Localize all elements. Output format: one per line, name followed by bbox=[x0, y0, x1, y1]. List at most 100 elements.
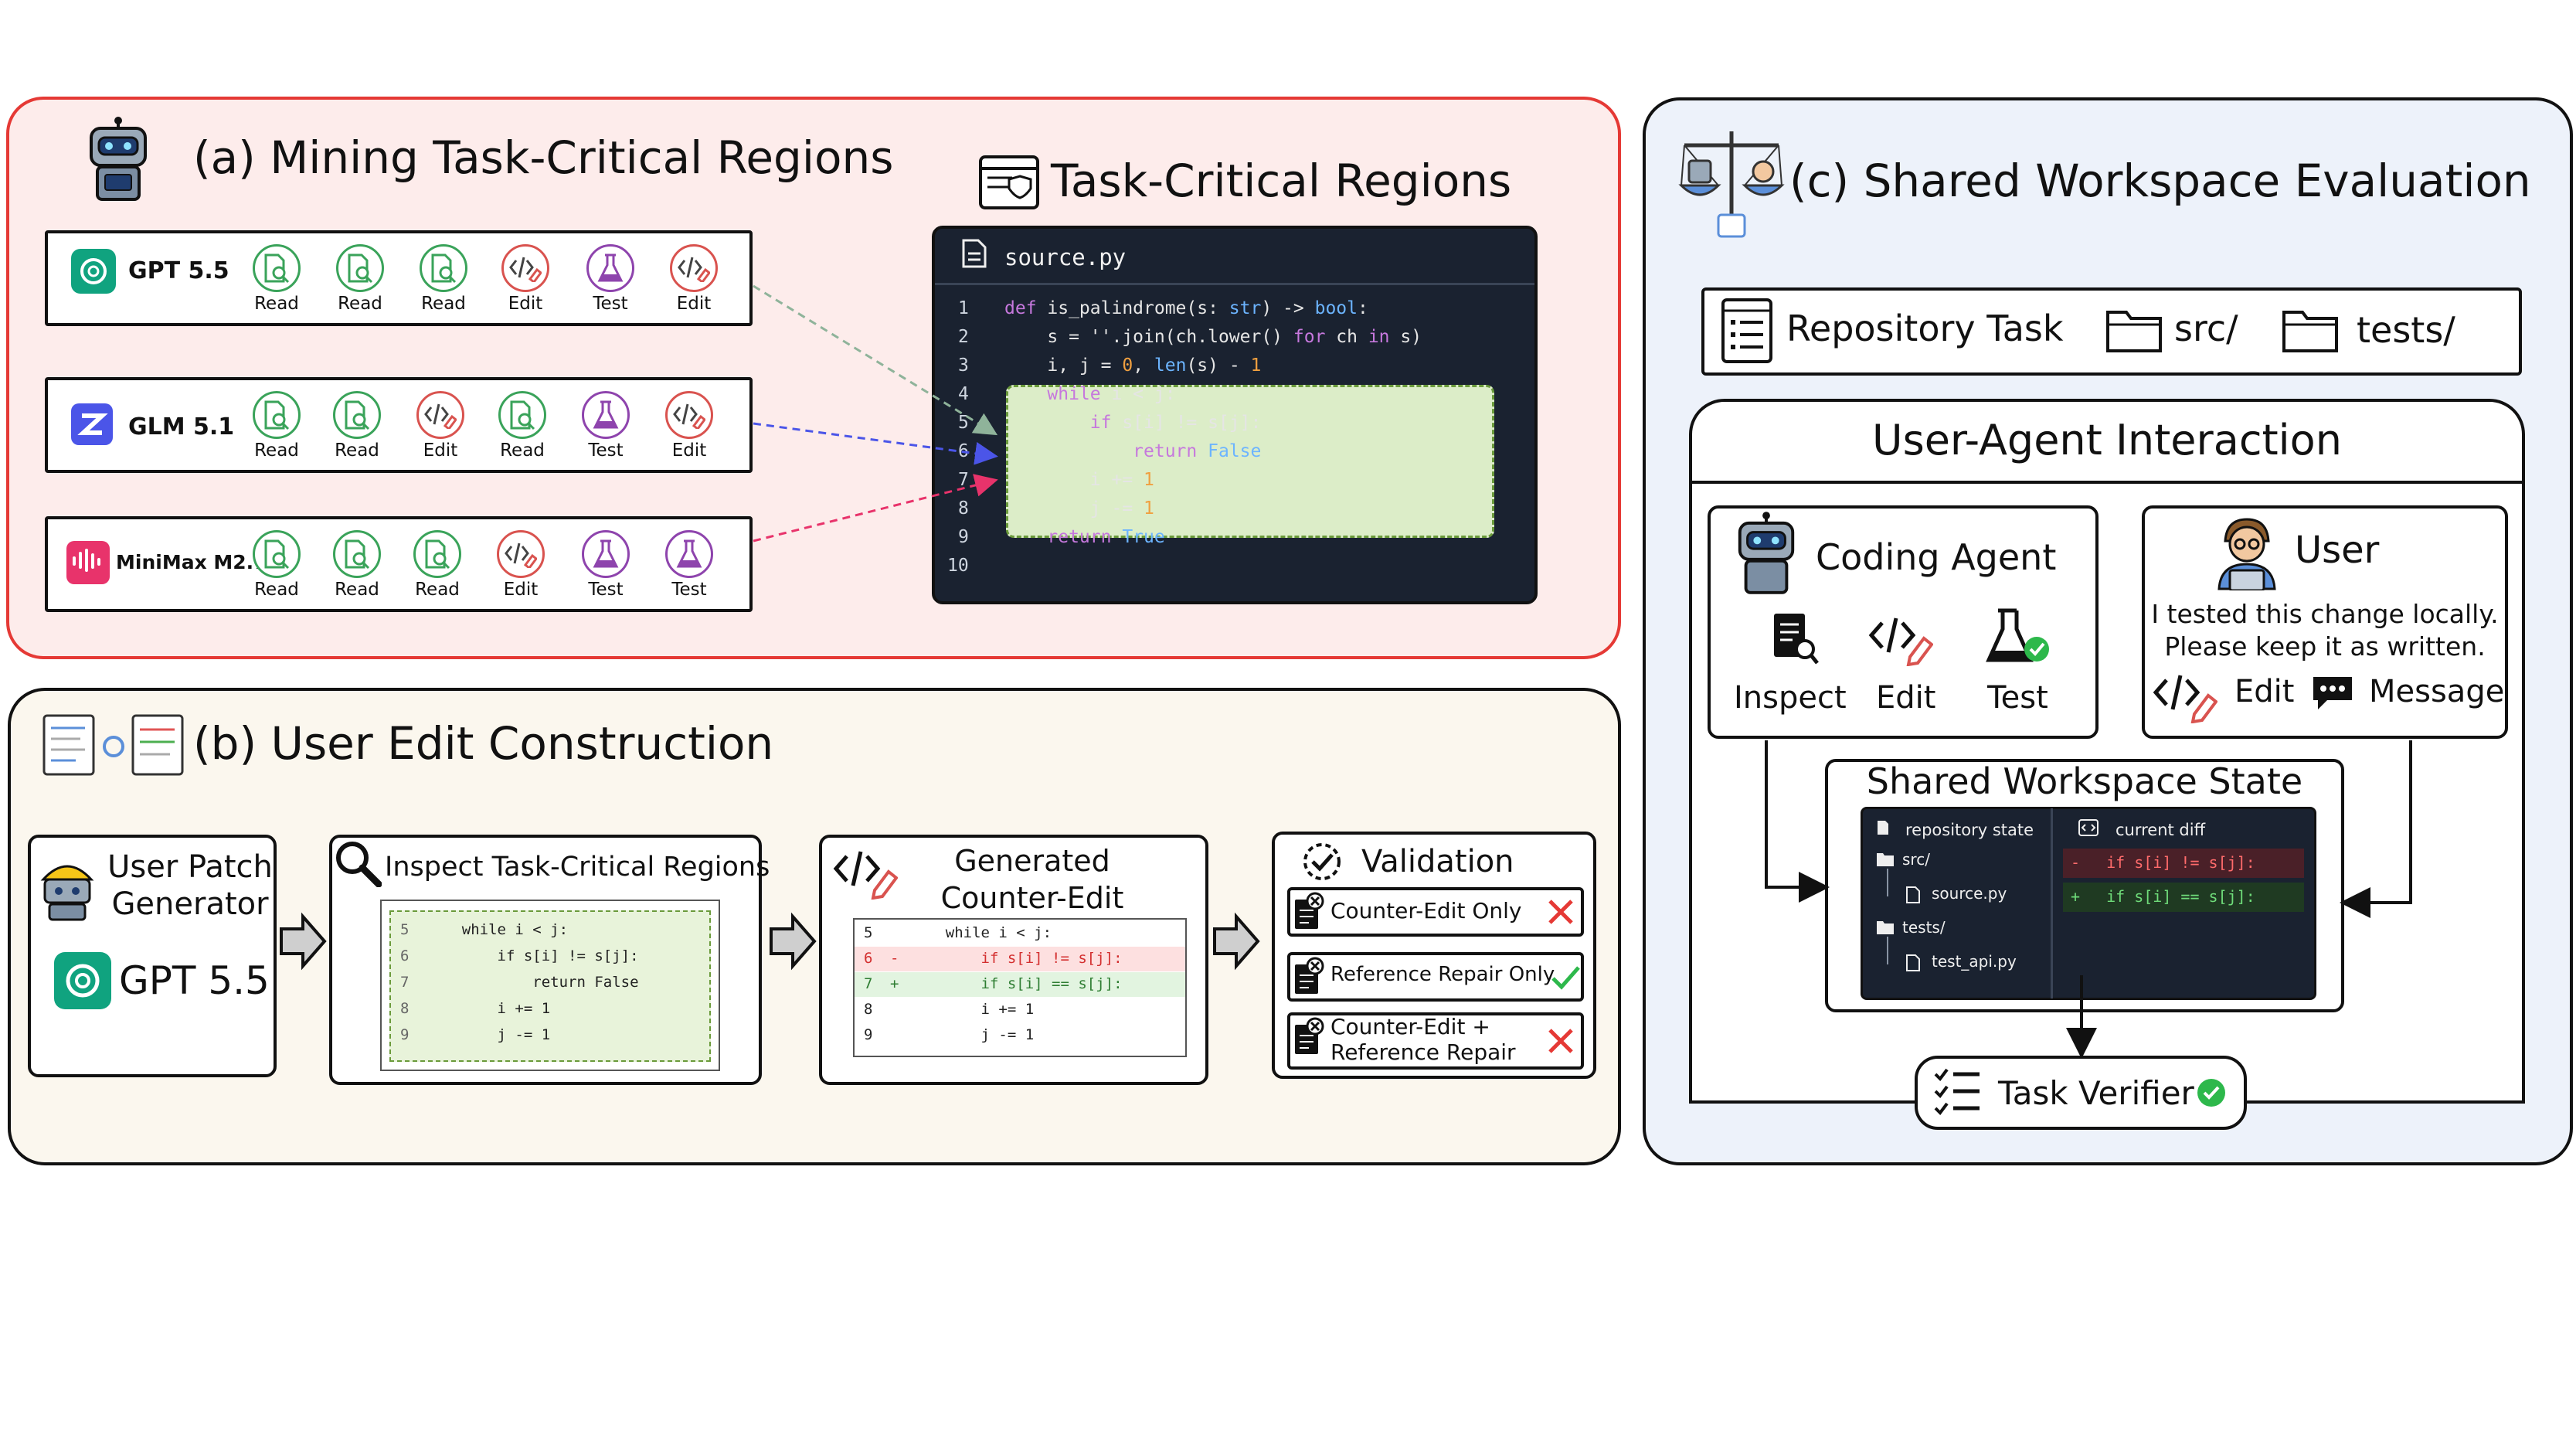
step-label: Read bbox=[254, 294, 299, 314]
diff-mark: - bbox=[890, 950, 899, 967]
code-line: i += 1 bbox=[427, 1000, 551, 1017]
scales-icon bbox=[1674, 124, 1789, 240]
interaction-divider bbox=[1692, 481, 2522, 484]
line-number: 7 bbox=[400, 974, 410, 991]
magnifier-icon bbox=[334, 839, 382, 887]
folder-src-label: src/ bbox=[2174, 308, 2238, 349]
validation-row bbox=[1287, 952, 1584, 1002]
tree-item: test_api.py bbox=[1932, 952, 2017, 971]
line-number: 8 bbox=[864, 1001, 873, 1018]
validation-label: Counter-Edit + Reference Repair bbox=[1330, 1014, 1516, 1065]
diff-mark: + bbox=[890, 975, 899, 992]
step-label: Read bbox=[338, 294, 382, 314]
validation-row bbox=[1287, 887, 1584, 937]
file-name: source.py bbox=[1004, 244, 1127, 270]
tree-item: source.py bbox=[1932, 884, 2007, 903]
edit-construction-icon bbox=[42, 711, 185, 777]
line-number: 4 bbox=[958, 384, 969, 404]
line-number: 10 bbox=[947, 556, 969, 576]
diff-row-bg bbox=[2063, 849, 2304, 878]
step-label: Read bbox=[500, 440, 545, 461]
code-line: j -= 1 bbox=[1004, 498, 1154, 519]
model-row-gpt bbox=[45, 230, 753, 326]
folder-icon bbox=[2281, 306, 2340, 354]
step-label: Edit bbox=[503, 580, 539, 600]
trajectory-step: Edit bbox=[490, 244, 561, 314]
line-number: 9 bbox=[400, 1026, 410, 1043]
code-line: j -= 1 bbox=[427, 1026, 551, 1043]
trajectory-step: Read bbox=[408, 244, 479, 314]
trajectory-step: Read bbox=[241, 391, 312, 461]
code-line: if s[i] == s[j]: bbox=[910, 975, 1123, 992]
code-edit-icon bbox=[1868, 612, 1933, 666]
step-label: Edit bbox=[508, 294, 543, 314]
doc-icon bbox=[1876, 819, 1890, 836]
trajectory-step: Read bbox=[487, 391, 558, 461]
regions-title: Task-Critical Regions bbox=[1051, 155, 1512, 207]
cross-icon bbox=[1545, 1026, 1576, 1056]
worker-robot-icon bbox=[32, 856, 102, 921]
rejected-doc-icon bbox=[1292, 957, 1326, 997]
interaction-title: User-Agent Interaction bbox=[1872, 416, 2342, 464]
validation-label: Counter-Edit Only bbox=[1330, 898, 1522, 923]
trajectory-step: Read bbox=[325, 244, 396, 314]
read-step-icon bbox=[253, 391, 301, 439]
agent-action-label: Test bbox=[1987, 680, 2048, 716]
line-number: 8 bbox=[400, 1000, 410, 1017]
message-bubble-icon bbox=[2310, 674, 2355, 713]
test-step-icon bbox=[586, 244, 634, 292]
step-label: Edit bbox=[423, 440, 458, 461]
read-step-icon bbox=[333, 530, 381, 578]
inspect-highlight bbox=[389, 910, 711, 1062]
read-step-icon bbox=[498, 391, 546, 439]
model-row-glm bbox=[45, 377, 753, 473]
inspect-doc-icon bbox=[1771, 611, 1819, 666]
model-name: GLM 5.1 bbox=[128, 413, 235, 440]
line-number: 7 bbox=[958, 470, 969, 490]
folder-icon bbox=[2105, 306, 2163, 354]
gpt-logo-icon bbox=[54, 952, 111, 1009]
diff-icon bbox=[2078, 819, 2099, 836]
tree-item: src/ bbox=[1902, 850, 1930, 869]
code-line: while i < j: bbox=[910, 924, 1052, 941]
critical-region-highlight bbox=[1006, 385, 1494, 538]
coding-agent-title: Coding Agent bbox=[1816, 536, 2057, 578]
trajectory-step: Edit bbox=[658, 244, 729, 314]
read-step-icon bbox=[253, 530, 301, 578]
rejected-doc-icon bbox=[1292, 892, 1326, 932]
step-label: Read bbox=[335, 580, 379, 600]
tree-item: tests/ bbox=[1902, 918, 1946, 937]
cross-icon bbox=[1545, 896, 1576, 927]
tree-guide bbox=[1887, 869, 1888, 896]
workspace-title: Shared Workspace State bbox=[1866, 760, 2303, 802]
panel-c-title: (c) Shared Workspace Evaluation bbox=[1789, 155, 2531, 207]
tree-guide bbox=[1887, 937, 1888, 964]
step-label: Read bbox=[335, 440, 379, 461]
line-number: 6 bbox=[400, 947, 410, 964]
step-label: Edit bbox=[676, 294, 712, 314]
repository-task-label: Repository Task bbox=[1786, 308, 2064, 349]
code-line: return True bbox=[1047, 527, 1165, 547]
step-label: Read bbox=[254, 580, 299, 600]
validation-row bbox=[1287, 1012, 1584, 1070]
trajectory-step: Test bbox=[575, 244, 646, 314]
validation-label: Reference Repair Only bbox=[1330, 963, 1555, 986]
step-label: Edit bbox=[671, 440, 707, 461]
code-line: i += 1 bbox=[910, 1001, 1035, 1018]
code-divider bbox=[935, 283, 1534, 285]
trajectory-step: Test bbox=[570, 391, 641, 461]
trajectory-step: Edit bbox=[405, 391, 476, 461]
line-number: 9 bbox=[864, 1026, 873, 1043]
read-step-icon bbox=[333, 391, 381, 439]
verifier-label: Task Verifier bbox=[1998, 1074, 2194, 1112]
step-label: Test bbox=[593, 294, 628, 314]
test-step-icon bbox=[582, 530, 630, 578]
diff-mark: + bbox=[2071, 887, 2081, 906]
code-line: i, j = 0, len(s) - 1 bbox=[1004, 355, 1262, 376]
edit-step-icon bbox=[497, 530, 545, 578]
file-icon bbox=[1905, 886, 1921, 904]
user-title: User bbox=[2295, 529, 2380, 572]
folder-icon bbox=[1876, 852, 1895, 867]
